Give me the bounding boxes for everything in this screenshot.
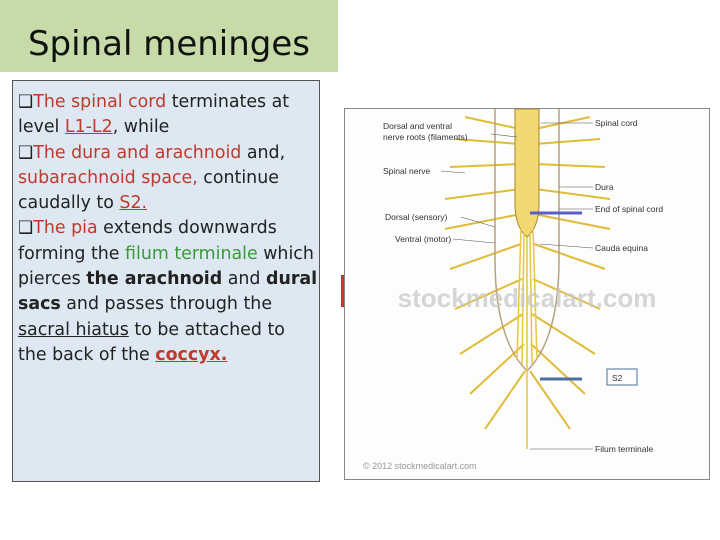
text-run: and passes through the bbox=[60, 294, 273, 315]
text-run: extends downwards forming the bbox=[18, 218, 277, 264]
label-spinal-cord: Spinal cord bbox=[595, 118, 638, 128]
body-text: ❑The spinal cord terminates at level L1-… bbox=[18, 90, 318, 368]
term-arachnoid: the arachnoid bbox=[86, 269, 223, 290]
s2-box bbox=[606, 368, 638, 386]
red-marker bbox=[341, 275, 344, 307]
text-run: to be attached to the back of the bbox=[18, 319, 285, 365]
level-s2: S2. bbox=[119, 193, 148, 214]
term-subarachnoid: subarachnoid space, bbox=[18, 167, 198, 188]
text-panel bbox=[12, 80, 320, 482]
label-ventral: Ventral (motor) bbox=[395, 234, 451, 244]
label-filum-terminale: Filum terminale bbox=[595, 444, 653, 454]
title-background bbox=[0, 0, 338, 72]
leader-lines bbox=[440, 122, 594, 450]
level-l1-l2: L1-L2 bbox=[64, 117, 113, 138]
spinal-cord-illustration: stockmedicalart.com S2 Dorsal and ventra… bbox=[344, 108, 710, 480]
text-run: and, bbox=[241, 142, 286, 163]
term-dura-arachnoid: The dura and arachnoid bbox=[33, 142, 242, 163]
term-coccyx: coccyx. bbox=[155, 344, 228, 365]
label-dorsal: Dorsal (sensory) bbox=[385, 212, 448, 222]
text-run: and bbox=[222, 269, 266, 290]
slide-title: Spinal meninges bbox=[27, 24, 311, 64]
label-end-of-cord: End of spinal cord bbox=[595, 204, 663, 214]
checkbox-bullet-icon: ❑ bbox=[18, 92, 34, 112]
label-cauda-equina: Cauda equina bbox=[595, 243, 648, 253]
watermark: stockmedicalart.com bbox=[398, 283, 657, 313]
bullet-paragraph-1: ❑The spinal cord terminates at level L1-… bbox=[18, 90, 318, 141]
spinal-cord bbox=[514, 108, 540, 238]
copyright-text: © 2012 stockmedicalart.com bbox=[363, 461, 477, 471]
term-dural-sacs: dural sacs bbox=[18, 269, 318, 315]
term-sacral-hiatus: sacral hiatus bbox=[18, 319, 129, 340]
term-pia: The pia bbox=[33, 218, 98, 239]
term-filum-terminale: filum terminale bbox=[125, 243, 258, 264]
text-run: , while bbox=[112, 117, 170, 138]
bullet-paragraph-2: ❑The dura and arachnoid and, subarachnoi… bbox=[18, 141, 318, 217]
checkbox-bullet-icon: ❑ bbox=[18, 218, 34, 239]
text-run: continue caudally to bbox=[18, 167, 279, 214]
term-spinal-cord: The spinal cord bbox=[33, 92, 167, 112]
cauda-equina bbox=[516, 228, 538, 449]
s2-label: S2 bbox=[612, 373, 623, 383]
text-run: terminates at level bbox=[18, 92, 290, 138]
label-spinal-nerve: Spinal nerve bbox=[383, 166, 431, 176]
checkbox-bullet-icon: ❑ bbox=[18, 142, 34, 163]
bullet-paragraph-3: ❑The pia extends downwards forming the f… bbox=[18, 216, 318, 368]
label-dura: Dura bbox=[595, 182, 614, 192]
anatomy-svg: stockmedicalart.com S2 Dorsal and ventra… bbox=[363, 108, 663, 471]
text-run: which pierces bbox=[18, 243, 314, 290]
